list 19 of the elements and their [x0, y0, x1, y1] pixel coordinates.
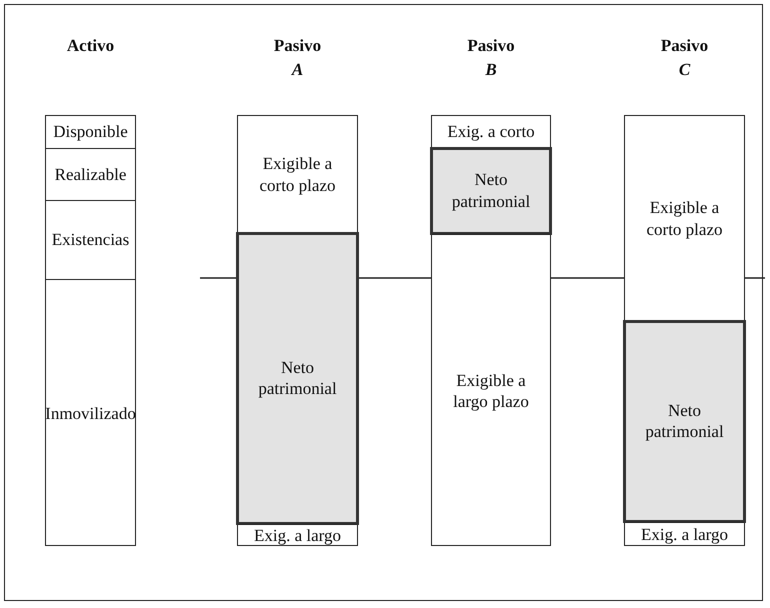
balance-item: Exigible a corto plazo — [625, 116, 744, 321]
column-heading: Pasivo — [660, 36, 710, 56]
equity-block: Neto patrimonial — [236, 232, 359, 524]
balance-item: Disponible — [46, 116, 135, 148]
balance-item: Exig. a corto — [432, 116, 550, 148]
balance-item: Exigible a corto plazo — [238, 116, 357, 233]
balance-item: Existencias — [46, 200, 135, 279]
balance-item: Exigible a largo plazo — [432, 234, 550, 547]
balance-item: Exig. a largo — [625, 522, 744, 547]
column-heading: Pasivo — [466, 36, 516, 56]
column-letter: A — [290, 60, 304, 80]
equity-block: Neto patrimonial — [623, 320, 746, 522]
balance-item: Exig. a largo — [238, 524, 357, 547]
column-letter: C — [678, 60, 692, 80]
column-heading: Pasivo — [272, 36, 322, 56]
balance-item: Realizable — [46, 148, 135, 200]
column-heading: Activo — [66, 36, 116, 56]
equity-block: Neto patrimonial — [430, 146, 552, 234]
column-letter: B — [484, 60, 498, 80]
